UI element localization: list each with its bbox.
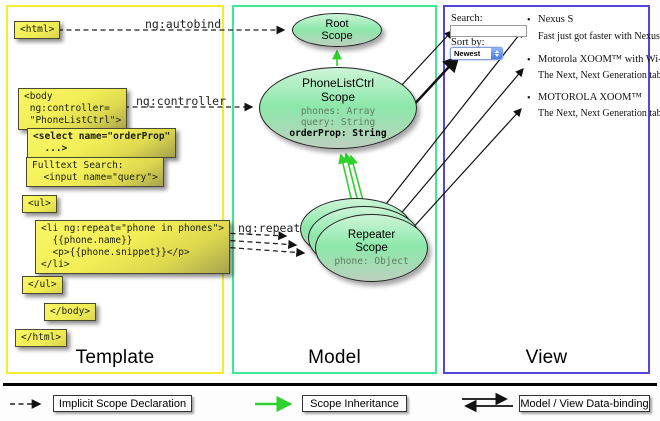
phone-item-title: Motorola XOOM™ with Wi-Fi xyxy=(538,54,660,65)
phone-item-desc: The Next, Next Generation tablet. xyxy=(538,70,660,81)
view-column-title: View xyxy=(525,347,568,368)
template-column: Template xyxy=(6,5,224,374)
sort-select[interactable]: Newest xyxy=(450,47,503,60)
select-stepper-icon xyxy=(491,48,502,59)
bullet-icon: • xyxy=(527,15,531,26)
phonelist-prop-orderprop: orderProp: String xyxy=(289,128,387,139)
legend-model-view-data-binding: Model / View Data-binding xyxy=(519,395,650,412)
template-column-title: Template xyxy=(75,347,155,368)
bullet-icon: • xyxy=(527,93,531,104)
phone-item-title: MOTOROLA XOOM™ xyxy=(538,92,642,103)
phonelist-prop-phones: phones: Array xyxy=(300,106,376,117)
code-html-open: <html> xyxy=(14,21,61,39)
repeater-scope-subtitle: Scope xyxy=(355,241,388,254)
model-column: Model xyxy=(232,5,437,374)
ng-repeat-label: ng:repeat xyxy=(238,221,301,235)
legend-scope-inheritance: Scope Inheritance xyxy=(302,395,407,412)
code-li-repeat: <li ng:repeat="phone in phones"> {{phone… xyxy=(35,220,231,274)
bullet-icon: • xyxy=(527,55,531,66)
phone-item-title: Nexus S xyxy=(538,14,574,25)
legend-implicit-scope-declaration: Implicit Scope Declaration xyxy=(53,395,192,412)
search-label: Search: xyxy=(451,13,483,24)
code-ul-close: </ul> xyxy=(22,276,63,294)
root-scope-title: Root xyxy=(325,18,349,30)
phone-item-desc: The Next, Next Generation tablet. xyxy=(538,108,660,119)
code-body-open: <body ng:controller= "PhoneListCtrl"> xyxy=(18,88,128,130)
ng-autobind-label: ng:autobind xyxy=(145,17,222,31)
code-ul-open: <ul> xyxy=(22,195,57,213)
repeater-prop-phone: phone: Object xyxy=(334,256,409,267)
model-column-title: Model xyxy=(308,347,361,368)
sort-by-label: Sort by: xyxy=(451,37,485,48)
code-body-close: </body> xyxy=(44,303,97,321)
phone-item-desc: Fast just got faster with Nexus S. xyxy=(538,31,660,42)
repeater-scope-ellipse: Repeater Scope phone: Object xyxy=(315,214,428,282)
root-scope-subtitle: Scope xyxy=(321,30,353,42)
phonelist-scope-title: PhoneListCtrl xyxy=(301,76,375,90)
phonelist-prop-query: query: String xyxy=(300,117,376,128)
code-html-close: </html> xyxy=(15,329,68,347)
ng-controller-label: ng:controller xyxy=(136,94,227,108)
phonelistctrl-scope-ellipse: PhoneListCtrl Scope phones: Array query:… xyxy=(259,67,417,149)
code-select-orderprop: <select name="orderProp" ...> xyxy=(27,128,177,158)
code-fulltext-search: Fulltext Search: <input name="query"> xyxy=(26,157,164,187)
legend-separator xyxy=(3,383,657,386)
search-input[interactable] xyxy=(450,25,527,37)
root-scope-ellipse: Root Scope xyxy=(292,13,382,47)
phonelist-scope-subtitle: Scope xyxy=(320,89,356,104)
sort-select-value: Newest xyxy=(454,49,481,58)
repeater-scope-title: Repeater xyxy=(347,229,396,241)
